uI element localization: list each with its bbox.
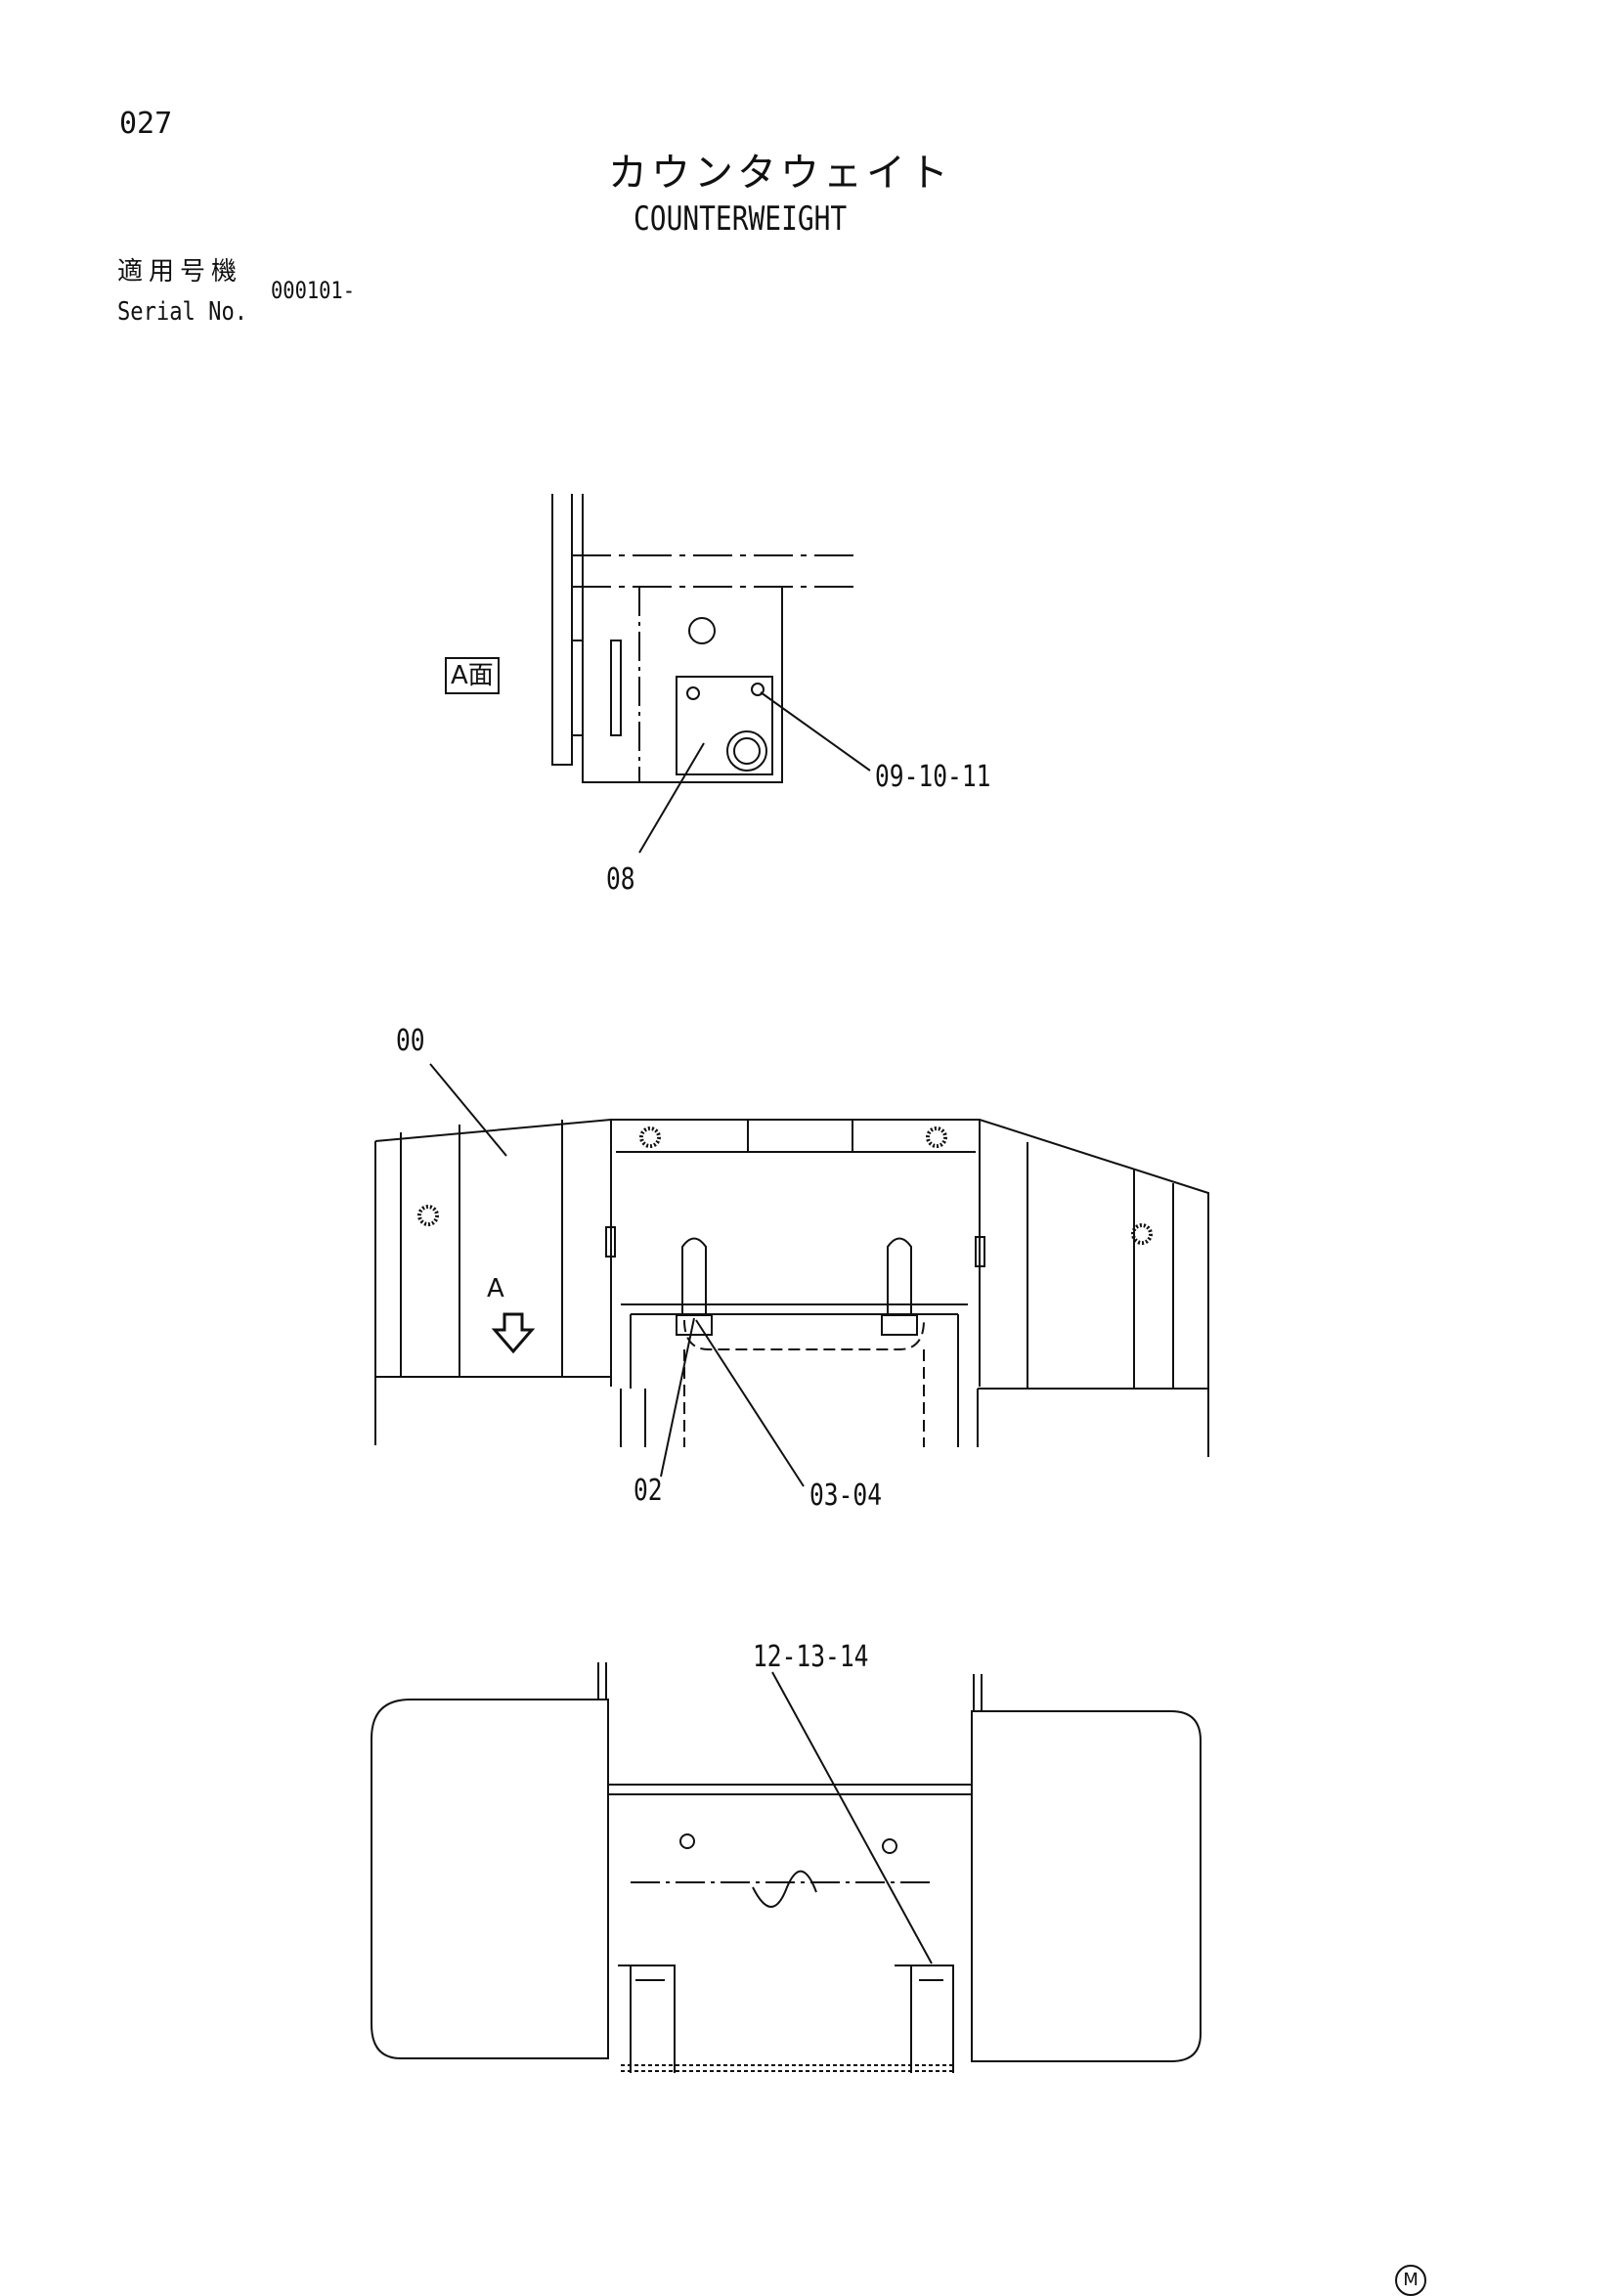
nameplate-mark	[1133, 1225, 1151, 1243]
cover-plate-bolt	[752, 684, 764, 695]
weight-block-left	[371, 1700, 608, 2058]
break-symbol	[753, 1872, 816, 1907]
serial-number-value: 000101-	[271, 277, 355, 304]
leader-03-04	[696, 1320, 804, 1486]
cover-plate-hole	[687, 687, 699, 699]
view-a-arrow-icon	[495, 1314, 532, 1351]
callout-00: 00	[396, 1024, 425, 1058]
eye-base-left	[677, 1315, 712, 1335]
cover-plate-boss-outer	[727, 731, 766, 771]
side-tab-left	[606, 1227, 615, 1257]
cover-plate-boss-inner	[734, 738, 760, 764]
nameplate-mark	[641, 1128, 659, 1146]
side-tab-right	[976, 1237, 984, 1266]
leader-02	[661, 1318, 694, 1477]
callout-03-04: 03-04	[809, 1479, 883, 1513]
nameplate-mark	[419, 1207, 437, 1224]
page-title-japanese: カウンタウェイト	[608, 151, 952, 196]
callout-12-13-14: 12-13-14	[753, 1640, 869, 1674]
detail-plate-outline	[583, 587, 782, 782]
lifting-eye-left	[682, 1239, 706, 1316]
cover-plate-08	[677, 677, 772, 774]
nameplate-mark	[928, 1128, 945, 1146]
plan-view	[371, 1662, 1201, 2073]
page-number: 027	[119, 107, 173, 141]
detail-hole	[689, 618, 715, 643]
callout-02: 02	[634, 1474, 663, 1508]
center-block	[611, 1120, 980, 1387]
body-skirt	[375, 1377, 1208, 1389]
leader-09-10-11	[761, 692, 870, 771]
rear-elevation-view	[375, 1064, 1208, 1486]
frame-opening-lower	[684, 1320, 924, 1447]
panel-dividers	[401, 1120, 1173, 1389]
detail-bracket	[572, 640, 621, 735]
frame-hole-left	[680, 1834, 694, 1848]
leader-00	[430, 1064, 506, 1156]
leader-08	[639, 743, 704, 853]
view-a-arrow-letter: A	[487, 1274, 504, 1303]
view-a-label: A面	[445, 657, 500, 694]
detail-frame-line	[552, 494, 572, 765]
opening-outline	[621, 1304, 968, 1389]
callout-09-10-11: 09-10-11	[875, 760, 991, 794]
lifting-tab-left	[598, 1662, 606, 1700]
eye-base-right	[882, 1315, 917, 1335]
callout-08: 08	[606, 862, 635, 897]
lifting-tab-right	[974, 1674, 982, 1711]
corner-mark: M	[1395, 2265, 1426, 2296]
side-posts	[621, 1389, 978, 1447]
bottom-plate	[621, 2065, 956, 2071]
frame-hole-right	[883, 1839, 896, 1853]
weight-block-right	[972, 1711, 1201, 2061]
serial-label-japanese: 適用号機	[117, 257, 243, 287]
lifting-eye-right	[888, 1239, 911, 1316]
center-frame	[608, 1785, 972, 1965]
serial-label-english: Serial No.	[117, 297, 248, 327]
page-title-english: COUNTERWEIGHT	[634, 199, 848, 239]
detail-view-a	[552, 494, 870, 853]
bottom-pockets	[618, 1965, 953, 2073]
leader-12-13-14	[772, 1672, 932, 1964]
body-skirt-dash	[375, 1377, 1208, 1457]
